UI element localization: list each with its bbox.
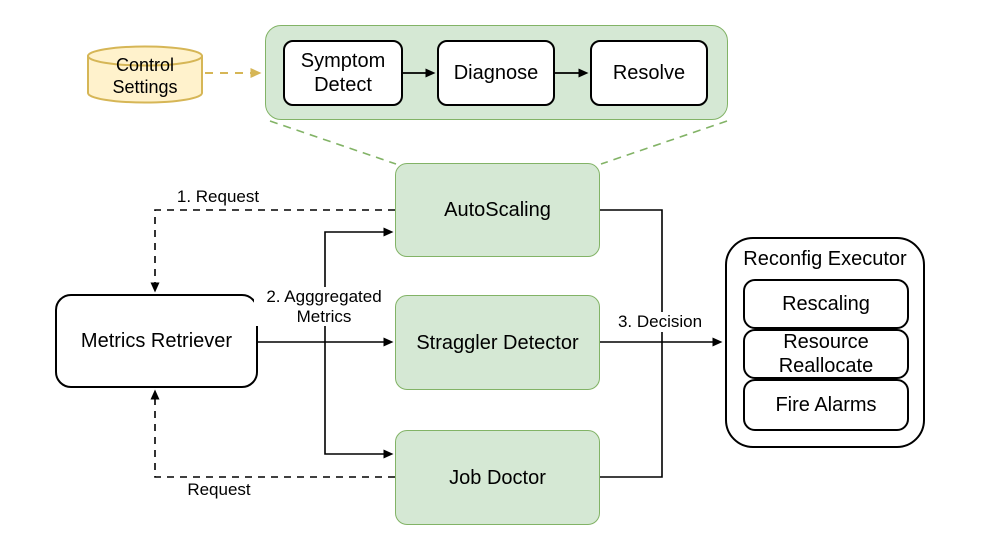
edge-jobdoctor-request	[150, 389, 395, 478]
label-decision: 3. Decision	[610, 312, 710, 332]
metrics-retriever-node: Metrics Retriever	[55, 294, 258, 388]
reconfig-executor-title: Reconfig Executor	[743, 248, 907, 270]
edge-autoscaling-request	[150, 209, 395, 293]
step-label: Diagnose	[453, 62, 539, 84]
label-request-bottom: Request	[180, 480, 258, 500]
edge-autoscaling-out	[600, 209, 663, 342]
autoscaling-label: AutoScaling	[444, 199, 551, 221]
action-rescaling: Rescaling	[743, 279, 909, 329]
action-fire-alarms: Fire Alarms	[743, 379, 909, 431]
control-settings-label: Control Settings	[112, 55, 178, 97]
callout-line-right	[600, 120, 728, 165]
action-label: Rescaling	[782, 293, 870, 315]
straggler-detector-node: Straggler Detector	[395, 295, 600, 390]
job-doctor-node: Job Doctor	[395, 430, 600, 525]
action-resource-reallocate: Resource Reallocate	[743, 329, 909, 379]
action-label: Resource Reallocate	[778, 331, 874, 377]
step-symptom-detect: Symptom Detect	[283, 40, 403, 106]
callout-line-left	[269, 120, 397, 165]
edge-metrics-to-jobdoctor	[324, 342, 394, 459]
reconfig-executor-container: Reconfig Executor Rescaling Resource Rea…	[725, 237, 925, 448]
label-aggregated-metrics: 2. Agggregated Metrics	[254, 287, 394, 327]
straggler-detector-label: Straggler Detector	[416, 331, 579, 354]
step-label: Resolve	[612, 62, 686, 84]
control-settings-node: Control Settings	[88, 54, 202, 100]
edge-jobdoctor-out	[600, 342, 663, 478]
action-label: Fire Alarms	[775, 394, 877, 416]
step-resolve: Resolve	[590, 40, 708, 106]
metrics-retriever-label: Metrics Retriever	[80, 330, 233, 352]
autoscaling-node: AutoScaling	[395, 163, 600, 257]
job-doctor-label: Job Doctor	[449, 466, 546, 489]
control-settings-cylinder	[87, 45, 203, 104]
step-label: Symptom Detect	[300, 50, 386, 96]
label-request-top: 1. Request	[162, 187, 274, 207]
step-diagnose: Diagnose	[437, 40, 555, 106]
